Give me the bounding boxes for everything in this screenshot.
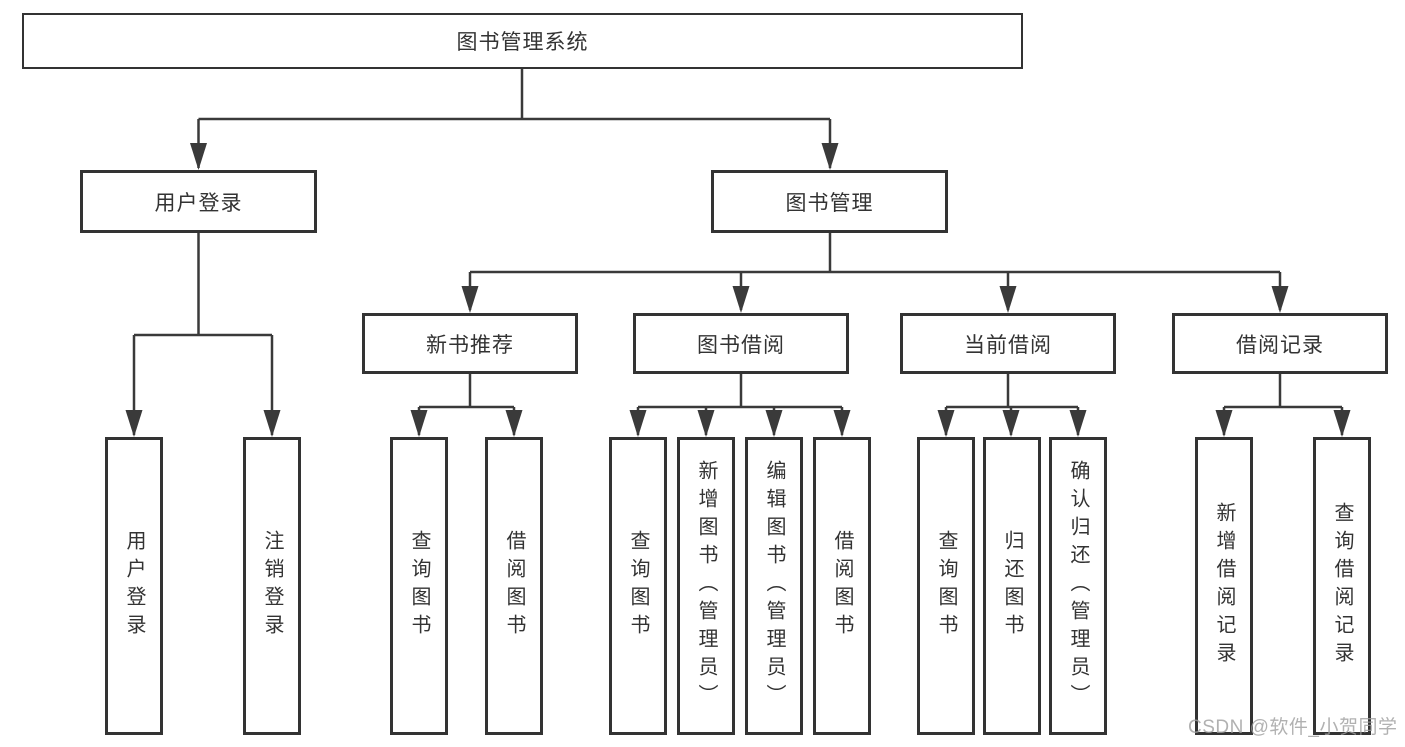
node-label: 查询图书 bbox=[627, 530, 649, 642]
leaf-borrow-books: 借阅图书 bbox=[813, 437, 871, 735]
leaf-query-borrow-record: 查询借阅记录 bbox=[1313, 437, 1371, 735]
node-label: 用户登录 bbox=[123, 530, 145, 642]
node-label: 新书推荐 bbox=[426, 333, 514, 357]
node-label: 借阅记录 bbox=[1236, 333, 1324, 357]
arrowheads bbox=[125, 143, 1351, 437]
node-label: 新增借阅记录 bbox=[1213, 502, 1235, 670]
leaf-add-book-admin: 新增图书（管理员） bbox=[677, 437, 735, 735]
leaf-return-book: 归还图书 bbox=[983, 437, 1041, 735]
node-label: 图书管理系统 bbox=[456, 31, 589, 54]
leaf-logout: 注销登录 bbox=[243, 437, 301, 735]
leaf-query-books-recommend: 查询图书 bbox=[390, 437, 448, 735]
node-book-borrowing: 图书借阅 bbox=[633, 313, 849, 374]
node-label: 当前借阅 bbox=[964, 333, 1052, 357]
node-label: 查询借阅记录 bbox=[1331, 502, 1353, 670]
node-book-management: 图书管理 bbox=[711, 170, 948, 233]
node-label: 借阅图书 bbox=[831, 530, 853, 642]
node-label: 图书借阅 bbox=[697, 333, 785, 357]
node-current-borrowing: 当前借阅 bbox=[900, 313, 1116, 374]
node-user-login: 用户登录 bbox=[80, 170, 317, 233]
node-label: 查询图书 bbox=[935, 530, 957, 642]
node-label: 用户登录 bbox=[154, 191, 243, 215]
csdn-watermark: CSDN @软件_小贺同学 bbox=[1188, 717, 1398, 738]
node-label: 新增图书（管理员） bbox=[695, 460, 717, 712]
node-label: 注销登录 bbox=[261, 530, 283, 642]
leaf-query-books-current: 查询图书 bbox=[917, 437, 975, 735]
leaf-query-books-borrow: 查询图书 bbox=[609, 437, 667, 735]
leaf-borrow-books-recommend: 借阅图书 bbox=[485, 437, 543, 735]
node-label: 查询图书 bbox=[408, 530, 430, 642]
leaf-add-borrow-record: 新增借阅记录 bbox=[1195, 437, 1253, 735]
leaf-confirm-return-admin: 确认归还（管理员） bbox=[1049, 437, 1107, 735]
node-label: 编辑图书（管理员） bbox=[763, 460, 785, 712]
node-label: 归还图书 bbox=[1001, 530, 1023, 642]
node-label: 图书管理 bbox=[785, 191, 874, 215]
node-library-system: 图书管理系统 bbox=[22, 13, 1023, 69]
node-new-book-recommendation: 新书推荐 bbox=[362, 313, 578, 374]
node-label: 借阅图书 bbox=[503, 530, 525, 642]
leaf-user-login: 用户登录 bbox=[105, 437, 163, 735]
node-label: 确认归还（管理员） bbox=[1067, 460, 1089, 712]
node-borrowing-records: 借阅记录 bbox=[1172, 313, 1388, 374]
leaf-edit-book-admin: 编辑图书（管理员） bbox=[745, 437, 803, 735]
